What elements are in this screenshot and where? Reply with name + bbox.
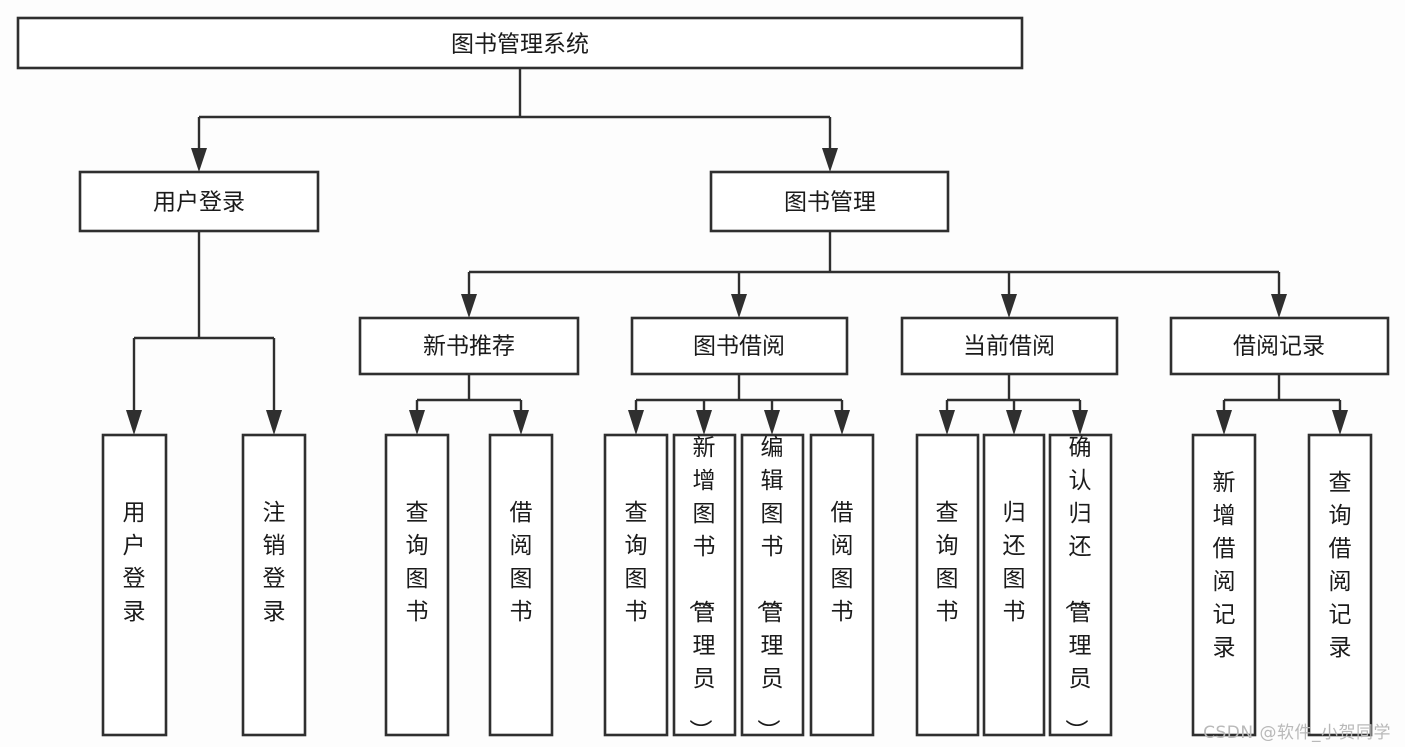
- node-records-label: 借阅记录: [1233, 334, 1325, 360]
- edge-group-login: [126, 231, 282, 435]
- node-leaf-record-add[interactable]: 新增借阅记录: [1191, 433, 1257, 737]
- node-borrow-label: 图书借阅: [693, 334, 785, 360]
- arrow-bm-c3: [1001, 294, 1017, 318]
- node-leaf-user-login-box[interactable]: [101, 433, 168, 737]
- node-current-box[interactable]: [900, 316, 1119, 376]
- arrow-bo-l4: [834, 410, 850, 435]
- node-leaf-current-confirm-box[interactable]: [1048, 433, 1113, 737]
- edge-group-root: [191, 68, 838, 172]
- node-leaf-record-query-box[interactable]: [1307, 433, 1373, 737]
- node-leaf-user-login[interactable]: 用户登录: [101, 433, 168, 737]
- node-login-box[interactable]: [78, 170, 320, 233]
- node-leaf-new-borrow-box[interactable]: [488, 433, 554, 737]
- arrow-nb-l1: [409, 410, 425, 435]
- node-leaf-new-query-box[interactable]: [384, 433, 450, 737]
- node-leaf-user-login-label: 用户登录: [123, 500, 146, 625]
- node-leaf-borrow-add-label: 新增图书（管理员）: [687, 435, 716, 742]
- arrow-bo-l1: [628, 410, 644, 435]
- node-newbook-box[interactable]: [358, 316, 580, 376]
- node-leaf-user-logout[interactable]: 注销登录: [241, 433, 307, 737]
- edge-group-current: [939, 374, 1088, 435]
- node-current-label: 当前借阅: [963, 334, 1055, 360]
- node-leaf-borrow-lend-box[interactable]: [809, 433, 875, 737]
- edge-group-newbook: [409, 374, 529, 435]
- arrow-cu-l2: [1006, 410, 1022, 435]
- node-leaf-borrow-add[interactable]: 新增图书（管理员）: [672, 433, 737, 742]
- node-leaf-borrow-query[interactable]: 查询图书: [603, 433, 669, 737]
- node-records[interactable]: 借阅记录: [1169, 316, 1390, 376]
- arrow-cu-l1: [939, 410, 955, 435]
- node-leaf-borrow-edit-label: 编辑图书（管理员）: [755, 435, 784, 742]
- arrow-bm-c2: [731, 294, 747, 318]
- csdn-watermark: CSDN @软件_小贺同学: [1203, 723, 1391, 743]
- node-leaf-current-confirm[interactable]: 确认归还（管理员）: [1048, 433, 1113, 742]
- node-leaf-borrow-lend-label: 借阅图书: [831, 500, 854, 625]
- node-leaf-borrow-edit[interactable]: 编辑图书（管理员）: [740, 433, 805, 742]
- node-newbook-label: 新书推荐: [423, 334, 515, 360]
- arrow-re-l1: [1216, 410, 1232, 435]
- node-root-label: 图书管理系统: [451, 32, 589, 58]
- node-leaf-record-query[interactable]: 查询借阅记录: [1307, 433, 1373, 737]
- node-leaf-new-borrow-label: 借阅图书: [510, 500, 533, 625]
- edge-group-bookmgmt: [461, 231, 1287, 318]
- node-current[interactable]: 当前借阅: [900, 316, 1119, 376]
- node-leaf-borrow-edit-box[interactable]: [740, 433, 805, 737]
- node-leaf-user-logout-label: 注销登录: [263, 500, 286, 625]
- arrow-nb-l2: [513, 410, 529, 435]
- node-leaf-new-query-label: 查询图书: [406, 500, 429, 625]
- node-borrow-box[interactable]: [630, 316, 849, 376]
- node-leaf-borrow-query-box[interactable]: [603, 433, 669, 737]
- edge-group-borrow: [628, 374, 850, 435]
- node-leaf-borrow-query-label: 查询图书: [625, 500, 648, 625]
- arrow-login-l2: [266, 410, 282, 435]
- node-leaf-current-return-label: 归还图书: [1003, 500, 1026, 625]
- node-leaf-current-return-box[interactable]: [982, 433, 1046, 737]
- node-leaf-record-query-label: 查询借阅记录: [1329, 470, 1352, 661]
- node-leaf-current-query-box[interactable]: [915, 433, 980, 737]
- arrow-bm-c1: [461, 294, 477, 318]
- node-bookmgmt[interactable]: 图书管理: [709, 170, 950, 233]
- arrow-bo-l2: [696, 410, 712, 435]
- node-leaf-borrow-lend[interactable]: 借阅图书: [809, 433, 875, 737]
- arrow-bm-c4: [1271, 294, 1287, 318]
- edge-group-records: [1216, 374, 1348, 435]
- node-leaf-record-add-box[interactable]: [1191, 433, 1257, 737]
- node-leaf-current-query-label: 查询图书: [936, 500, 959, 625]
- node-bookmgmt-label: 图书管理: [784, 190, 876, 216]
- arrow-login-l1: [126, 410, 142, 435]
- node-root-box[interactable]: [16, 16, 1024, 70]
- arrow-re-l2: [1332, 410, 1348, 435]
- node-leaf-user-logout-box[interactable]: [241, 433, 307, 737]
- node-bookmgmt-box[interactable]: [709, 170, 950, 233]
- node-leaf-new-query[interactable]: 查询图书: [384, 433, 450, 737]
- arrow-root-to-login: [191, 148, 207, 172]
- node-login[interactable]: 用户登录: [78, 170, 320, 233]
- node-leaf-current-confirm-label: 确认归还（管理员）: [1063, 435, 1092, 742]
- node-borrow[interactable]: 图书借阅: [630, 316, 849, 376]
- node-leaf-record-add-label: 新增借阅记录: [1213, 470, 1236, 661]
- arrow-bo-l3: [764, 410, 780, 435]
- node-records-box[interactable]: [1169, 316, 1390, 376]
- node-leaf-borrow-add-box[interactable]: [672, 433, 737, 737]
- arrow-root-to-bookmgmt: [822, 148, 838, 172]
- node-leaf-new-borrow[interactable]: 借阅图书: [488, 433, 554, 737]
- arrow-cu-l3: [1072, 410, 1088, 435]
- node-newbook[interactable]: 新书推荐: [358, 316, 580, 376]
- node-root[interactable]: 图书管理系统: [16, 16, 1024, 70]
- node-leaf-current-query[interactable]: 查询图书: [915, 433, 980, 737]
- node-login-label: 用户登录: [153, 190, 245, 216]
- node-leaf-current-return[interactable]: 归还图书: [982, 433, 1046, 737]
